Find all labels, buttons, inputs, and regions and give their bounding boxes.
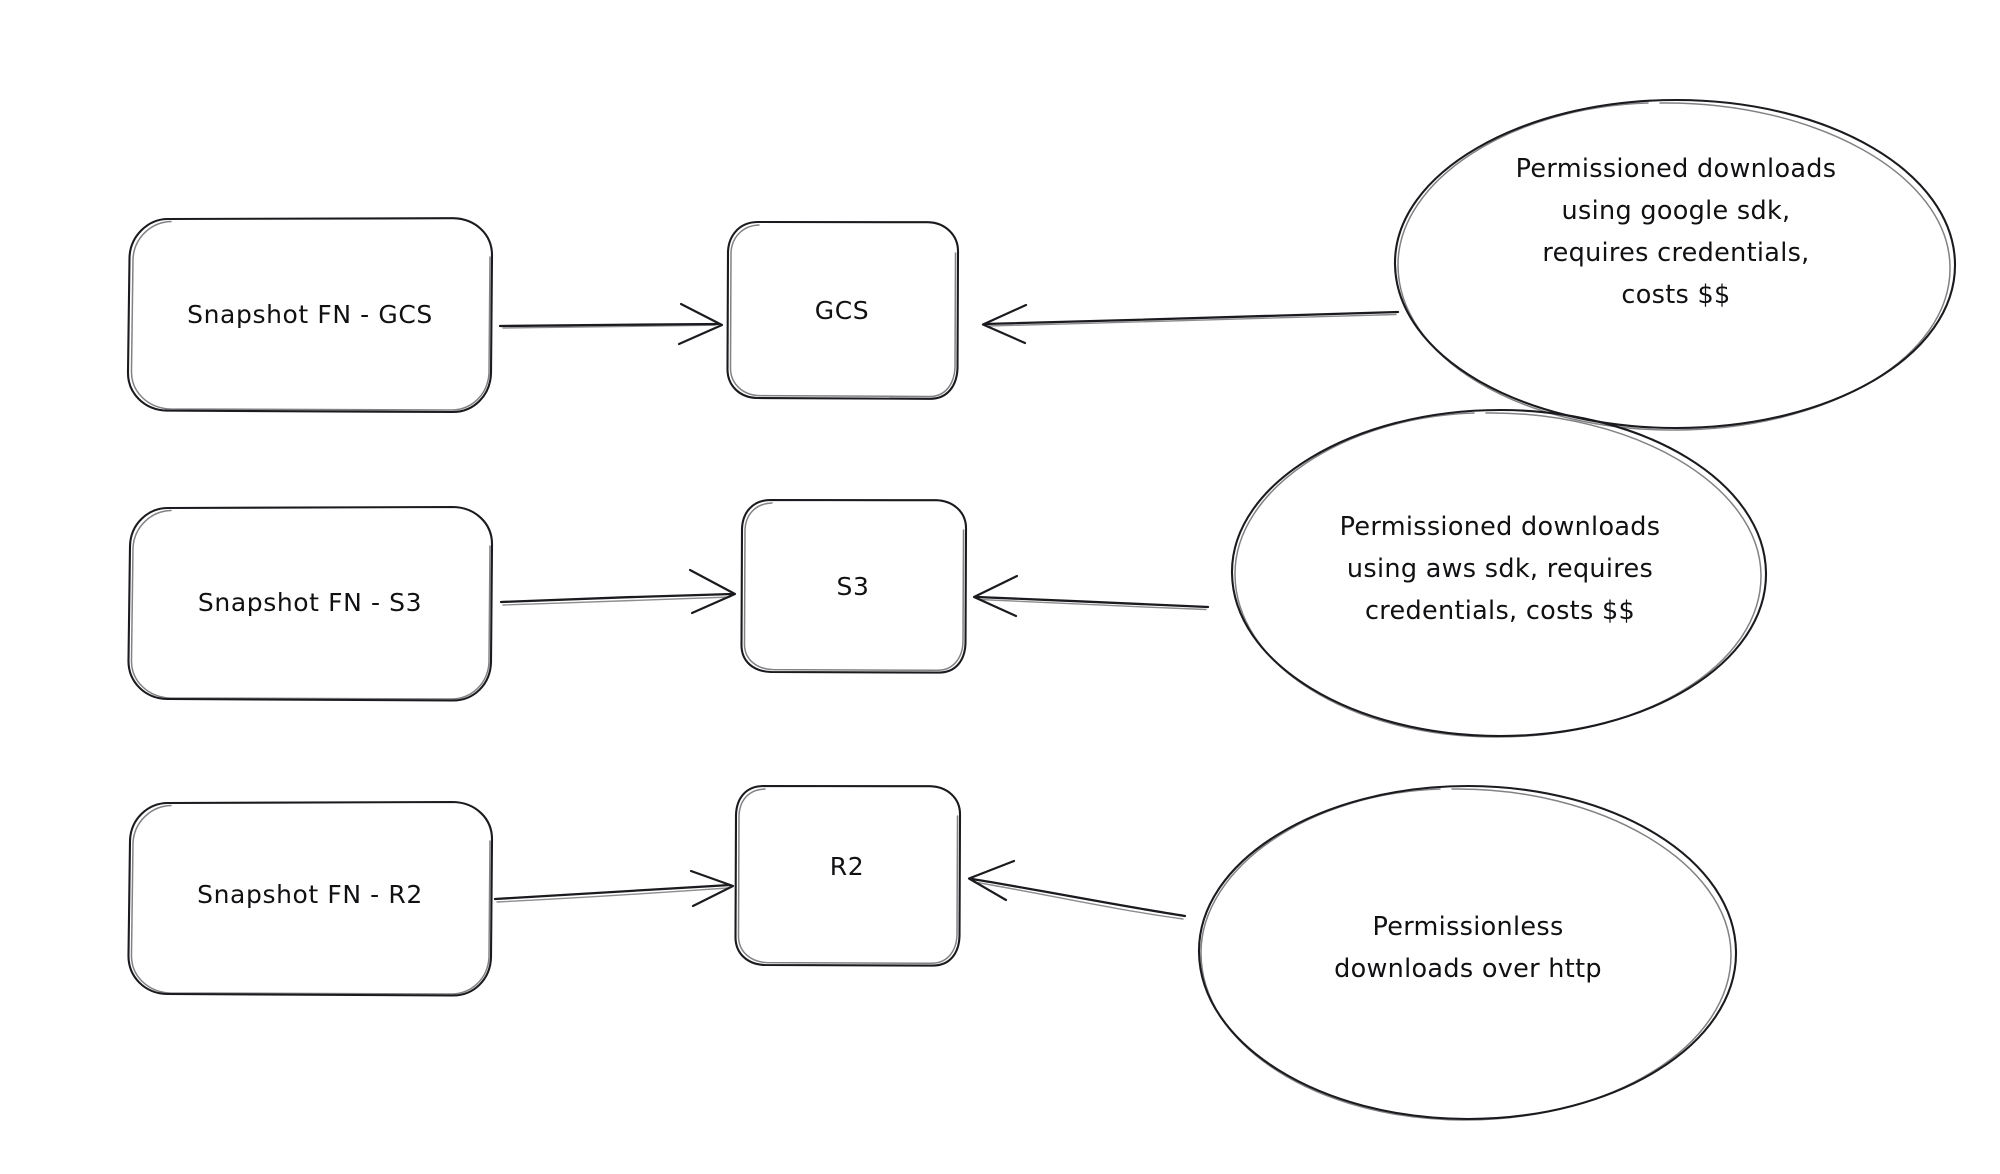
node-label-fn-r2: Snapshot FN - R2 — [197, 880, 423, 909]
note-r2-line-2: downloads over http — [1334, 954, 1602, 984]
node-gcs[interactable]: GCS — [726, 220, 960, 400]
node-s3[interactable]: S3 — [740, 498, 968, 674]
node-fn-gcs[interactable]: Snapshot FN - GCS — [126, 217, 494, 414]
note-s3-line-1: Permissioned downloads — [1340, 512, 1661, 542]
node-fn-s3[interactable]: Snapshot FN - S3 — [127, 505, 494, 702]
node-label-s3: S3 — [837, 572, 870, 601]
node-label-r2: R2 — [830, 852, 864, 881]
edge-note-s3-to-s3 — [972, 574, 1210, 618]
note-s3[interactable]: Permissioned downloads using aws sdk, re… — [1230, 408, 1768, 738]
note-gcs-line-1: Permissioned downloads — [1516, 154, 1837, 184]
note-s3-line-3: credentials, costs $$ — [1365, 596, 1635, 626]
note-r2-line-1: Permissionless — [1372, 912, 1563, 942]
edge-fn-gcs-to-gcs — [498, 302, 724, 346]
edge-fn-s3-to-s3 — [499, 568, 737, 615]
note-s3-line-2: using aws sdk, requires — [1347, 554, 1653, 584]
node-fn-r2[interactable]: Snapshot FN - R2 — [127, 800, 494, 997]
note-r2[interactable]: Permissionless downloads over http — [1197, 784, 1738, 1121]
note-gcs[interactable]: Permissioned downloads using google sdk,… — [1393, 98, 1957, 431]
node-label-fn-s3: Snapshot FN - S3 — [198, 588, 422, 617]
note-gcs-line-3: requires credentials, — [1542, 238, 1809, 268]
node-label-fn-gcs: Snapshot FN - GCS — [187, 300, 433, 329]
node-r2[interactable]: R2 — [734, 784, 962, 967]
note-gcs-line-4: costs $$ — [1621, 280, 1730, 310]
node-label-gcs: GCS — [815, 296, 870, 325]
edge-fn-r2-to-r2 — [493, 869, 735, 908]
note-gcs-line-2: using google sdk, — [1562, 196, 1791, 226]
edge-note-gcs-to-gcs — [981, 303, 1400, 345]
edge-note-r2-to-r2 — [967, 859, 1187, 920]
